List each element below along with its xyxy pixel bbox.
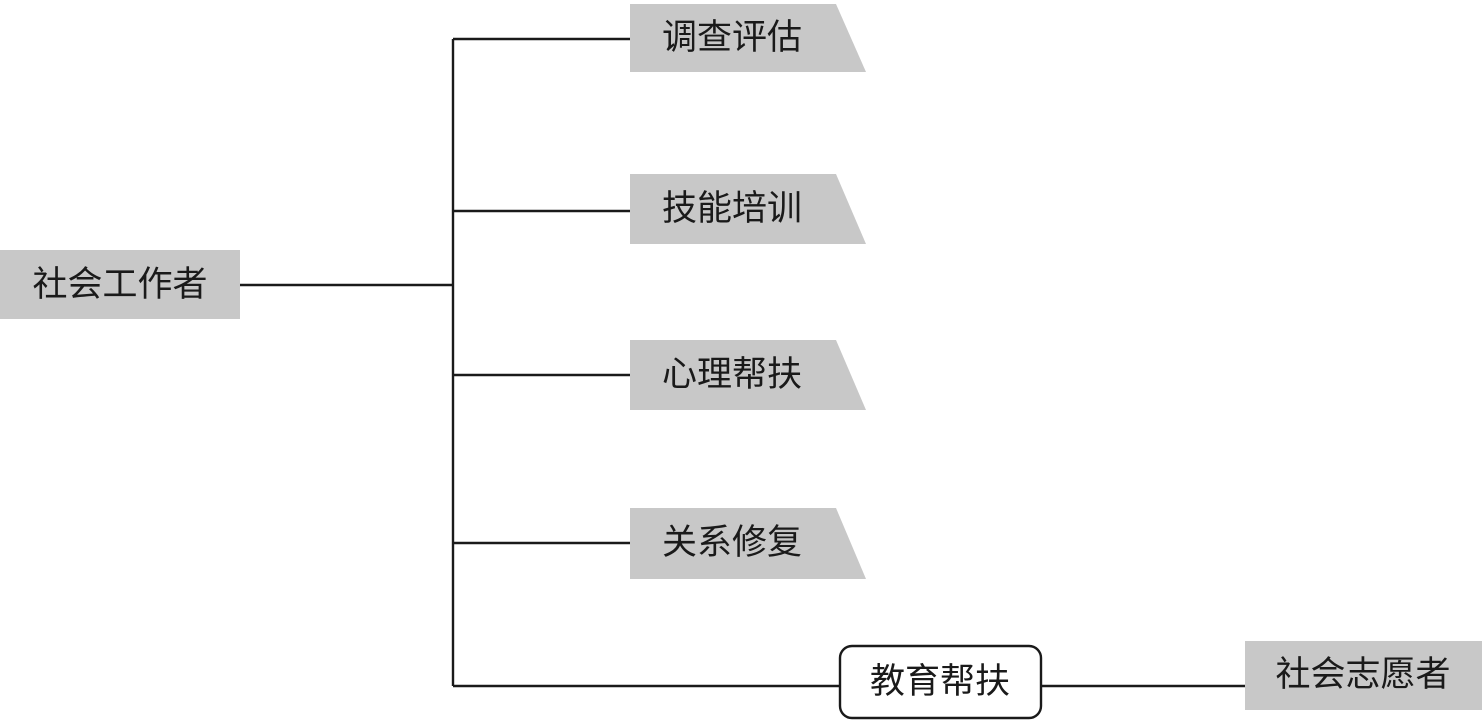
root-node: 社会工作者 [0,250,240,319]
education-node: 教育帮扶 [838,644,1043,720]
education-node-label: 教育帮扶 [870,662,1010,702]
root-node-box [0,250,240,319]
education-node-box [838,644,1043,720]
service-node-3-box [630,340,866,410]
service-node-1-box [630,4,866,72]
connectors [240,37,1245,688]
service-node-2: 技能培训 [630,174,866,244]
service-node-4-label: 关系修复 [662,523,802,563]
service-node-1-label: 调查评估 [662,18,802,58]
root-node-label: 社会工作者 [32,265,207,305]
service-node-4: 关系修复 [630,508,866,579]
service-node-1: 调查评估 [630,4,866,72]
service-node-2-label: 技能培训 [662,189,802,229]
volunteer-node-label: 社会志愿者 [1275,655,1450,695]
service-node-3: 心理帮扶 [630,340,866,410]
volunteer-node: 社会志愿者 [1245,641,1482,710]
service-node-3-label: 心理帮扶 [662,355,802,395]
service-node-2-box [630,174,866,244]
service-node-4-box [630,508,866,579]
volunteer-node-box [1245,641,1482,710]
